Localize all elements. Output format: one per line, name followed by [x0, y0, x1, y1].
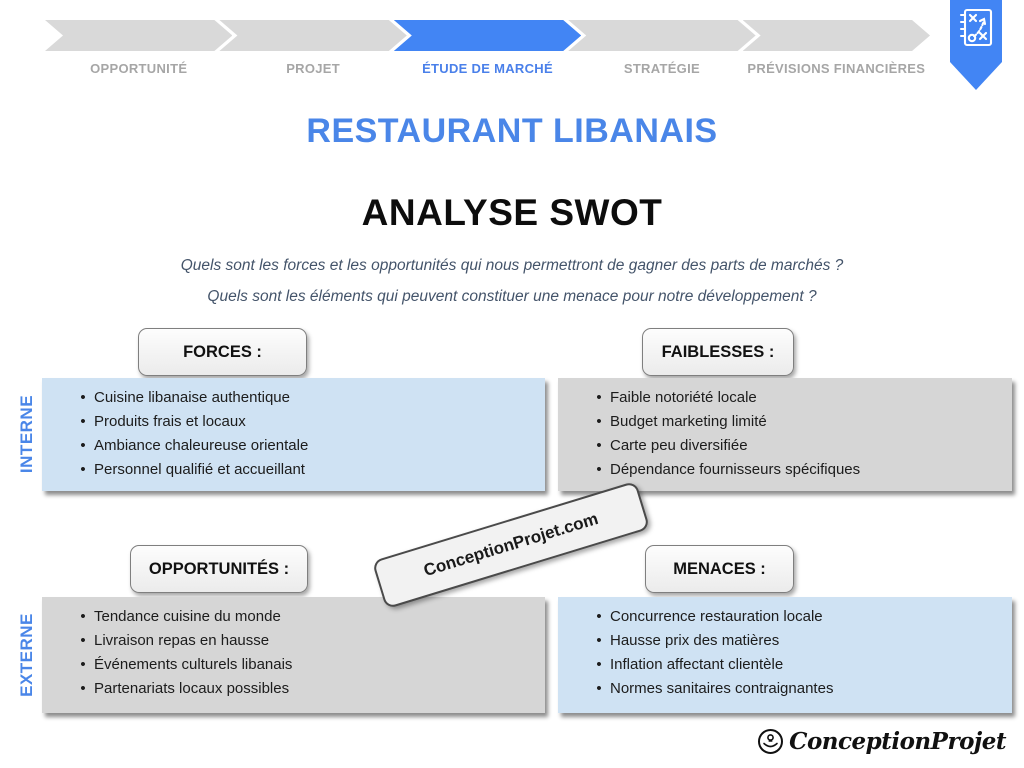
list-item: •Ambiance chaleureuse orientale [42, 433, 545, 457]
conceptionprojet-logo: ConceptionProjet [757, 728, 1006, 755]
step-label: PROJET [286, 61, 341, 76]
step-label: STRATÉGIE [623, 61, 700, 76]
bullet-icon: • [80, 655, 86, 673]
list-item: •Hausse prix des matières [558, 628, 1012, 652]
bullet-icon: • [596, 631, 602, 649]
list-item: •Cuisine libanaise authentique [42, 385, 545, 409]
chevron-shape [219, 20, 406, 51]
forces-panel: •Cuisine libanaise authentique •Produits… [42, 378, 545, 491]
strategy-bookmark-icon [950, 0, 1002, 90]
bullet-icon: • [80, 631, 86, 649]
list-item: •Partenariats locaux possibles [42, 676, 545, 700]
logo-hand-bulb-icon [758, 729, 784, 754]
bullet-icon: • [596, 655, 602, 673]
project-title: RESTAURANT LIBANAIS [306, 112, 718, 150]
logo-text: ConceptionProjet [789, 728, 1006, 755]
opportunites-header: OPPORTUNITÉS : [130, 545, 308, 593]
question-line-2: Quels sont les éléments qui peuvent cons… [207, 288, 817, 305]
opportunites-panel: •Tendance cuisine du monde •Livraison re… [42, 597, 545, 713]
bullet-icon: • [80, 679, 86, 697]
watermark-badge: ConceptionProjet.com [371, 480, 651, 610]
list-item: •Faible notoriété locale [558, 385, 1012, 409]
bullet-icon: • [596, 679, 602, 697]
step-previsions-financieres: PRÉVISIONS FINANCIÈRES [743, 20, 930, 76]
list-item: •Tendance cuisine du monde [42, 604, 545, 628]
chevron-shape [394, 20, 581, 51]
step-label: ÉTUDE DE MARCHÉ [422, 61, 553, 76]
list-item: •Normes sanitaires contraignantes [558, 676, 1012, 700]
bullet-icon: • [596, 388, 602, 406]
list-item: •Budget marketing limité [558, 409, 1012, 433]
menaces-panel: •Concurrence restauration locale •Hausse… [558, 597, 1012, 713]
list-item: •Carte peu diversifiée [558, 433, 1012, 457]
menaces-header: MENACES : [645, 545, 794, 593]
list-item: •Inflation affectant clientèle [558, 652, 1012, 676]
bullet-icon: • [80, 436, 86, 454]
bullet-icon: • [596, 436, 602, 454]
step-projet: PROJET [219, 20, 406, 76]
list-item: •Événements culturels libanais [42, 652, 545, 676]
step-label: PRÉVISIONS FINANCIÈRES [747, 61, 926, 76]
process-stepper: OPPORTUNITÉ PROJET ÉTUDE DE MARCHÉ STRAT… [45, 20, 930, 76]
list-item: •Livraison repas en hausse [42, 628, 545, 652]
bullet-icon: • [80, 388, 86, 406]
bullet-icon: • [596, 460, 602, 478]
question-line-1: Quels sont les forces et les opportunité… [180, 257, 844, 274]
step-opportunite: OPPORTUNITÉ [45, 20, 232, 76]
list-item: •Personnel qualifié et accueillant [42, 457, 545, 481]
step-etude-de-marche-active: ÉTUDE DE MARCHÉ [394, 20, 581, 76]
axis-label-externe: EXTERNE [17, 613, 36, 697]
step-strategie: STRATÉGIE [568, 20, 755, 76]
chevron-shape [45, 20, 232, 51]
slide-title: ANALYSE SWOT [361, 192, 663, 233]
forces-header: FORCES : [138, 328, 307, 376]
faiblesses-panel: •Faible notoriété locale •Budget marketi… [558, 378, 1012, 491]
step-label: OPPORTUNITÉ [90, 61, 188, 76]
bullet-icon: • [596, 607, 602, 625]
list-item: •Dépendance fournisseurs spécifiques [558, 457, 1012, 481]
chevron-shape [743, 20, 930, 51]
axis-label-interne: INTERNE [17, 394, 36, 474]
chevron-shape [568, 20, 755, 51]
list-item: •Concurrence restauration locale [558, 604, 1012, 628]
bullet-icon: • [596, 412, 602, 430]
bullet-icon: • [80, 412, 86, 430]
bullet-icon: • [80, 607, 86, 625]
bullet-icon: • [80, 460, 86, 478]
faiblesses-header: FAIBLESSES : [642, 328, 794, 376]
list-item: •Produits frais et locaux [42, 409, 545, 433]
